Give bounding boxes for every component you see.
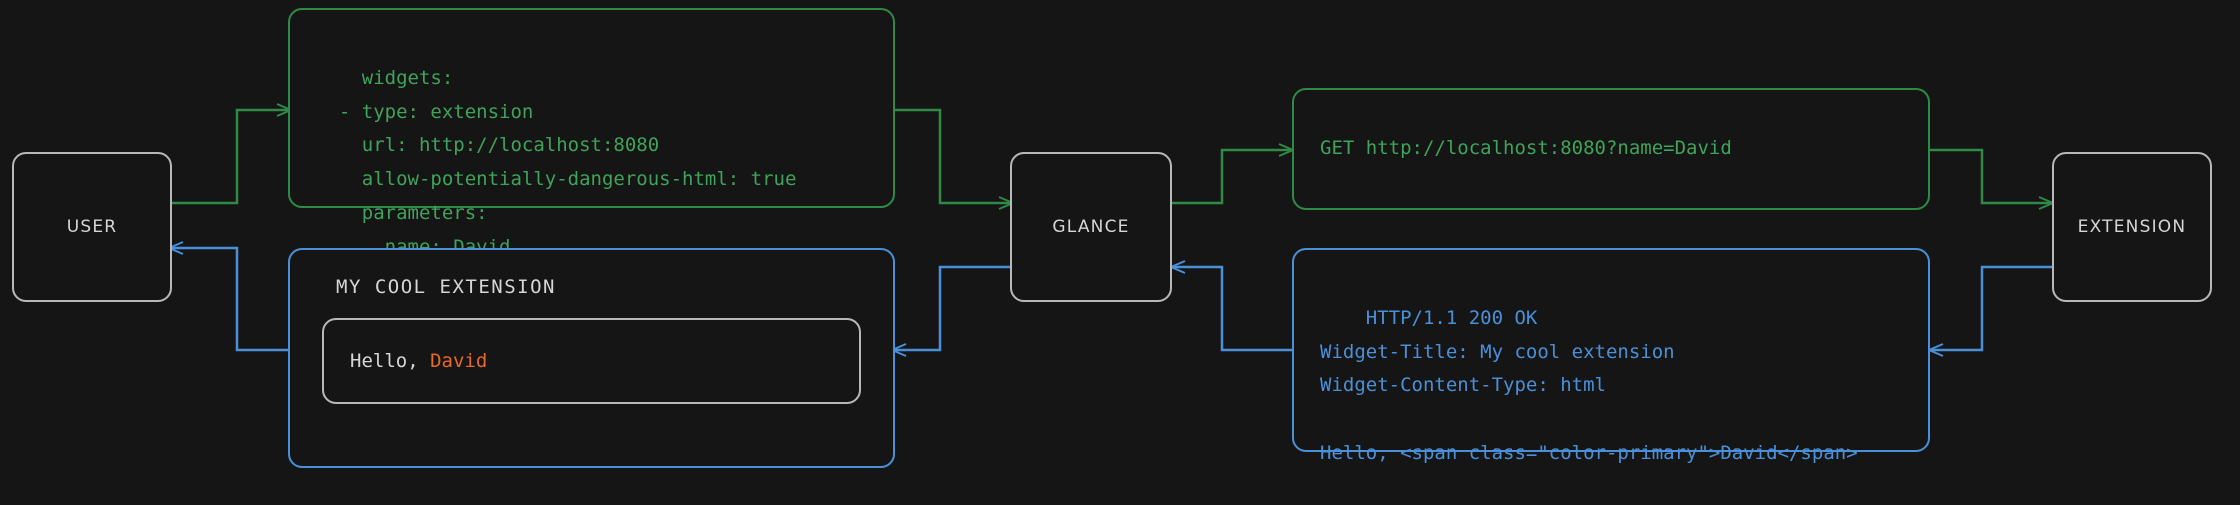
http-request-text: GET http://localhost:8080?name=David — [1320, 137, 1732, 160]
widget-greeting-text: Hello, — [350, 350, 431, 372]
node-widget-preview[interactable]: MY COOL EXTENSION Hello, David — [288, 248, 895, 468]
node-http-request[interactable]: GET http://localhost:8080?name=David — [1292, 88, 1930, 210]
node-user-label: USER — [66, 217, 118, 237]
http-response-text: HTTP/1.1 200 OK Widget-Title: My cool ex… — [1320, 306, 1858, 465]
diagram-canvas: USER widgets: - type: extension url: htt… — [12, 8, 2212, 468]
node-extension-label: EXTENSION — [2077, 217, 2187, 237]
node-extension[interactable]: EXTENSION — [2052, 152, 2212, 302]
widget-preview-body: Hello, David — [322, 318, 861, 404]
node-glance[interactable]: GLANCE — [1010, 152, 1172, 302]
widget-name-value: David — [430, 350, 488, 372]
wire-user-to-config — [170, 110, 290, 205]
wire-glance-to-request — [1172, 150, 1292, 205]
node-config-yaml[interactable]: widgets: - type: extension url: http://l… — [288, 8, 895, 258]
node-glance-label: GLANCE — [1052, 217, 1130, 237]
widget-preview-title: MY COOL EXTENSION — [336, 276, 556, 298]
wire-extension-to-response — [1930, 265, 2052, 350]
node-user[interactable]: USER — [12, 152, 172, 302]
wire-config-to-glance — [893, 108, 1012, 203]
wire-response-to-glance — [1172, 267, 1292, 352]
wire-glance-to-widget — [893, 265, 1012, 350]
wire-widget-to-user — [170, 248, 290, 352]
config-yaml-text: widgets: - type: extension url: http://l… — [338, 66, 797, 258]
wire-request-to-extension — [1930, 148, 2052, 203]
node-http-response[interactable]: HTTP/1.1 200 OK Widget-Title: My cool ex… — [1292, 248, 1930, 464]
